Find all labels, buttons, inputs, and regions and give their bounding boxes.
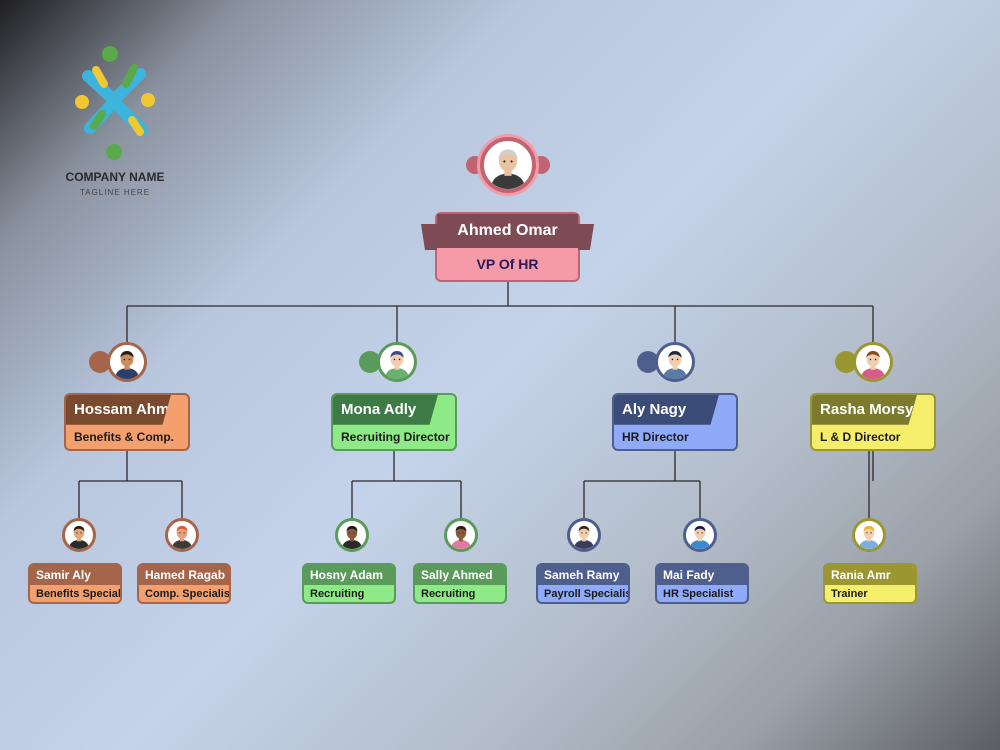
node-card-ahmed: Ahmed Omar VP Of HR bbox=[421, 212, 594, 282]
node-name-samir: Samir Aly bbox=[30, 565, 120, 586]
ribbon-left bbox=[421, 224, 437, 250]
ribbon-right bbox=[578, 224, 594, 250]
avatar-sameh bbox=[567, 518, 601, 552]
node-name-sally: Sally Ahmed bbox=[415, 565, 505, 586]
avatar-ahmed bbox=[480, 137, 536, 193]
avatar-rasha bbox=[853, 342, 893, 382]
avatar-tab-hossam bbox=[89, 351, 111, 373]
avatar-hossam bbox=[107, 342, 147, 382]
avatar-samir bbox=[62, 518, 96, 552]
avatar-hosny bbox=[335, 518, 369, 552]
avatar-person-icon bbox=[491, 149, 525, 189]
node-name-rasha: Rasha Morsy bbox=[812, 395, 917, 425]
avatar-person-icon bbox=[663, 350, 687, 379]
node-name-rania: Rania Amr bbox=[825, 565, 915, 586]
avatar-person-icon bbox=[385, 350, 409, 379]
avatar-tab-aly bbox=[637, 351, 659, 373]
node-card-aly: Aly Nagy HR Director bbox=[612, 393, 738, 451]
node-role-sally: Recruiting bbox=[421, 587, 476, 600]
avatar-person-icon bbox=[172, 525, 192, 549]
node-role-aly: HR Director bbox=[622, 429, 689, 444]
node-name-hossam: Hossam Ahmed bbox=[66, 395, 171, 425]
avatar-tab-ahmed bbox=[466, 156, 484, 174]
avatar-mai bbox=[683, 518, 717, 552]
node-name-mona: Mona Adly bbox=[333, 395, 438, 425]
avatar-aly bbox=[655, 342, 695, 382]
node-name-aly: Aly Nagy bbox=[614, 395, 719, 425]
node-role-rania: Trainer bbox=[831, 587, 868, 600]
avatar-hamed bbox=[165, 518, 199, 552]
avatar-sally bbox=[444, 518, 478, 552]
node-name-mai: Mai Fady bbox=[657, 565, 747, 586]
avatar-person-icon bbox=[859, 525, 879, 549]
node-role-ahmed: VP Of HR bbox=[476, 256, 539, 273]
node-role-mai: HR Specialist bbox=[663, 587, 734, 600]
node-name-ahmed: Ahmed Omar bbox=[437, 214, 578, 249]
avatar-person-icon bbox=[861, 350, 885, 379]
node-role-hosny: Recruiting bbox=[310, 587, 365, 600]
node-role-mona: Recruiting Director bbox=[341, 429, 450, 444]
node-card-rasha: Rasha Morsy L & D Director bbox=[810, 393, 936, 451]
avatar-person-icon bbox=[342, 525, 362, 549]
avatar-tab-right-ahmed bbox=[532, 156, 550, 174]
avatar-person-icon bbox=[451, 525, 471, 549]
avatar-tab-mona bbox=[359, 351, 381, 373]
node-name-hosny: Hosny Adam bbox=[304, 565, 394, 586]
company-logo: COMPANY NAME TAGLINE HERE bbox=[60, 40, 170, 210]
node-role-hossam: Benefits & Comp. bbox=[74, 429, 175, 444]
logo-people-icon bbox=[75, 46, 155, 160]
avatar-mona bbox=[377, 342, 417, 382]
node-name-hamed: Hamed Ragab bbox=[139, 565, 229, 586]
node-role-sameh: Payroll Specialist bbox=[544, 587, 630, 600]
avatar-person-icon bbox=[115, 350, 139, 379]
avatar-person-icon bbox=[690, 525, 710, 549]
avatar-rania bbox=[852, 518, 886, 552]
node-role-hamed: Comp. Specialist bbox=[145, 587, 231, 600]
company-tagline: TAGLINE HERE bbox=[79, 188, 151, 197]
node-name-sameh: Sameh Ramy bbox=[538, 565, 628, 586]
company-name: COMPANY NAME bbox=[65, 170, 165, 184]
node-role-rasha: L & D Director bbox=[820, 429, 901, 444]
avatar-tab-rasha bbox=[835, 351, 857, 373]
avatar-person-icon bbox=[574, 525, 594, 549]
avatar-person-icon bbox=[69, 525, 89, 549]
node-role-samir: Benefits Specialist bbox=[36, 587, 121, 600]
